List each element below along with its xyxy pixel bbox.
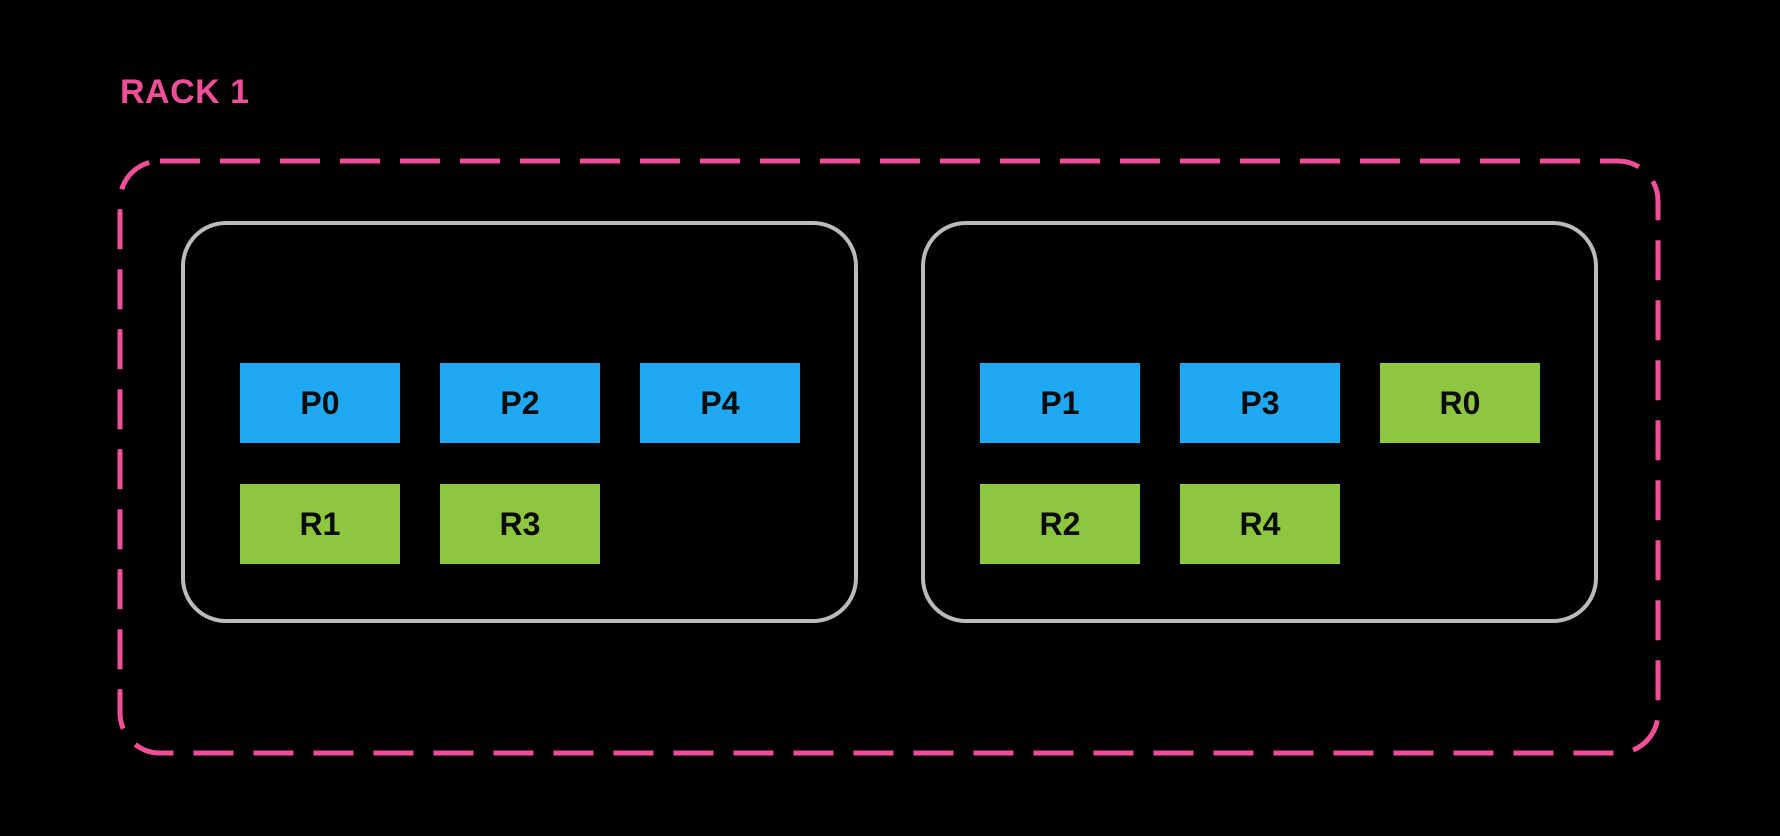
shard-slot: R1 (240, 484, 400, 564)
shard-slot: P4 (640, 363, 800, 443)
shard-label: R3 (499, 505, 541, 542)
shard-label: R4 (1239, 505, 1281, 542)
shard-slot: P1 (980, 363, 1140, 443)
shard-label: P3 (1240, 384, 1280, 421)
shard-slot: R4 (1180, 484, 1340, 564)
rack-title: RACK 1 (120, 73, 250, 111)
shard-slot: P0 (240, 363, 400, 443)
shard-label: P0 (300, 384, 340, 421)
shard-slot: P2 (440, 363, 600, 443)
shard-label: R0 (1439, 384, 1481, 421)
node-container: P1 P3 R0 R2 R4 (921, 221, 1598, 623)
shard-label: P1 (1040, 384, 1080, 421)
shard-label: R2 (1039, 505, 1081, 542)
shard-slot: R2 (980, 484, 1140, 564)
node-container: P0 P2 P4 R1 R3 (181, 221, 858, 623)
shard-slot: R0 (1380, 363, 1540, 443)
shard-label: P4 (700, 384, 740, 421)
shard-slot: R3 (440, 484, 600, 564)
shard-label: P2 (500, 384, 540, 421)
shard-label: R1 (299, 505, 341, 542)
rack-boundary-dashed-border (117, 158, 1661, 756)
shard-slot: P3 (1180, 363, 1340, 443)
